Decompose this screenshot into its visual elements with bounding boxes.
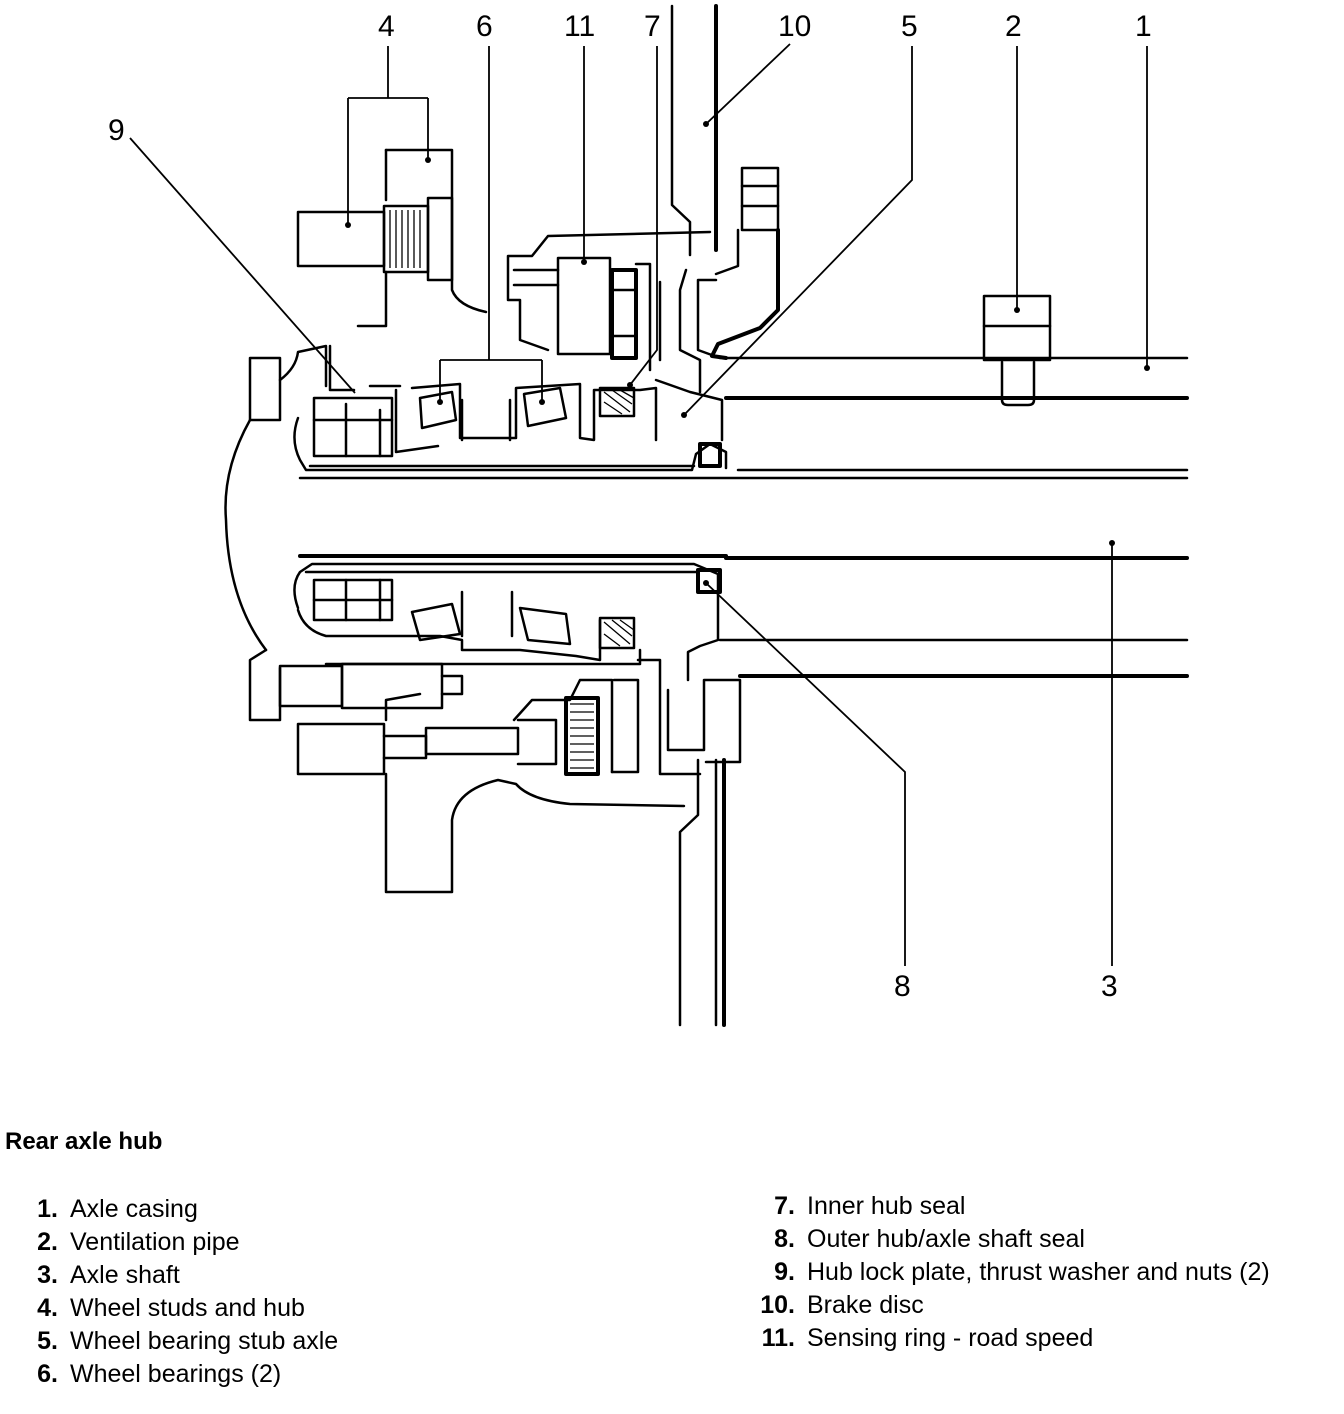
legend-item: 11. Sensing ring - road speed <box>740 1322 1270 1355</box>
legend-number: 3. <box>37 1261 58 1289</box>
callout-6: 6 <box>476 10 493 43</box>
legend-number: 8. <box>774 1225 795 1253</box>
legend-text: Ventilation pipe <box>70 1228 240 1256</box>
legend-item: 1. Axle casing <box>20 1193 338 1226</box>
legend-text: Axle shaft <box>70 1261 180 1289</box>
legend-column-right: 7. Inner hub seal 8. Outer hub/axle shaft … <box>740 1190 1270 1355</box>
figure-caption: Rear axle hub <box>5 1128 163 1155</box>
legend-number: 11. <box>761 1324 795 1352</box>
legend-number: 2. <box>37 1228 58 1256</box>
callout-4: 4 <box>378 10 395 43</box>
brake-disc <box>670 4 726 1027</box>
legend-item: 9. Hub lock plate, thrust washer and nuts… <box>740 1256 1270 1289</box>
legend-item: 4. Wheel studs and hub <box>20 1292 338 1325</box>
callout-10: 10 <box>778 10 811 43</box>
callout-9: 9 <box>108 114 125 147</box>
legend-text: Inner hub seal <box>807 1192 966 1220</box>
rear-axle-hub-diagram: 4 6 11 7 10 5 2 1 9 8 3 <box>108 4 1189 1027</box>
hub-flange-cap <box>224 344 402 652</box>
legend-number: 7. <box>774 1192 795 1220</box>
legend-item: 8. Outer hub/axle shaft seal <box>740 1223 1270 1256</box>
legend-column-left: 1. Axle casing 2. Ventilation pipe 3. Axle … <box>20 1193 338 1391</box>
legend-number: 9. <box>774 1258 795 1286</box>
legend-number: 5. <box>37 1327 58 1355</box>
axle-shaft <box>298 476 1189 558</box>
legend-text: Wheel bearing stub axle <box>70 1327 339 1355</box>
legend-number: 1. <box>37 1195 58 1223</box>
caliper-mounting <box>678 166 780 394</box>
legend-text: Wheel bearings (2) <box>70 1360 282 1388</box>
legend-item: 10. Brake disc <box>740 1289 1270 1322</box>
legend-number: 6. <box>37 1360 58 1388</box>
sensing-ring-upper <box>506 230 712 372</box>
callout-5: 5 <box>901 10 918 43</box>
callout-2: 2 <box>1005 10 1022 43</box>
upper-bearing-assembly <box>293 378 728 472</box>
legend-item: 3. Axle shaft <box>20 1259 338 1292</box>
legend-text: Outer hub/axle shaft seal <box>807 1225 1085 1253</box>
legend-item: 7. Inner hub seal <box>740 1190 1270 1223</box>
legend-text: Axle casing <box>70 1195 198 1223</box>
leader-lines <box>129 43 1150 966</box>
legend-number: 10. <box>760 1291 795 1319</box>
callout-3: 3 <box>1101 970 1118 1003</box>
legend-text: Sensing ring - road speed <box>807 1324 1094 1352</box>
legend-item: 6. Wheel bearings (2) <box>20 1358 338 1391</box>
lower-bearing-assembly <box>293 562 722 682</box>
legend-text: Hub lock plate, thrust washer and nuts (… <box>807 1258 1270 1286</box>
callout-8: 8 <box>894 970 911 1003</box>
legend-number: 4. <box>37 1294 58 1322</box>
axle-casing <box>718 356 1189 678</box>
legend-text: Wheel studs and hub <box>70 1294 305 1322</box>
legend-text: Brake disc <box>807 1291 924 1319</box>
callout-7: 7 <box>644 10 661 43</box>
callout-11: 11 <box>564 10 595 43</box>
legend-item: 2. Ventilation pipe <box>20 1226 338 1259</box>
wheel-hub-upper <box>296 148 488 328</box>
wheel-hub-lower <box>248 648 742 894</box>
legend-item: 5. Wheel bearing stub axle <box>20 1325 338 1358</box>
callout-1: 1 <box>1135 10 1152 43</box>
ventilation-pipe <box>982 294 1052 407</box>
